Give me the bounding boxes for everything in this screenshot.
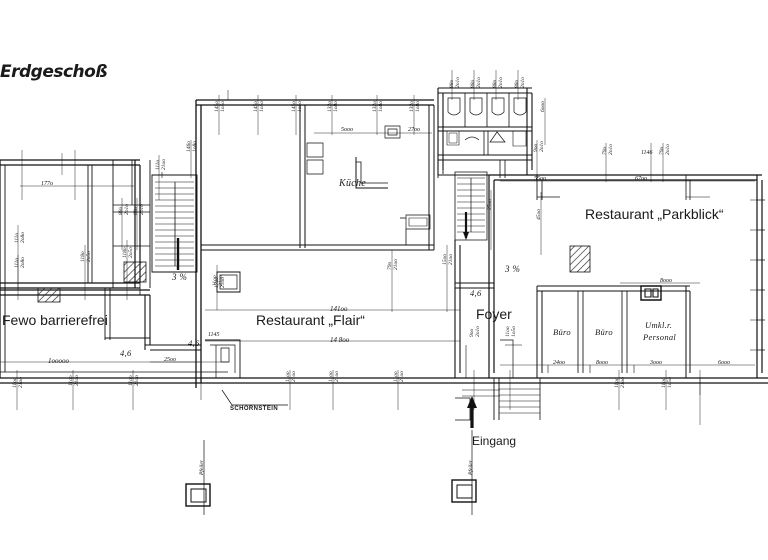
- dimension-text: 1o5o: [220, 101, 226, 112]
- dimension-text-vertical: 45oo: [536, 209, 542, 220]
- dimension-text: 2o1o: [498, 77, 504, 88]
- dimension-text: 1145: [208, 332, 220, 338]
- dimension-text-vertical: Pfeiler: [199, 460, 205, 475]
- dimension-text: 21oo: [393, 259, 399, 270]
- dimension-text: 1o8o: [333, 101, 339, 112]
- dimension-text: 2o1o: [124, 204, 130, 215]
- dimension-text: 141oo: [330, 305, 348, 313]
- dimension-text: 6ooo: [540, 101, 546, 112]
- dimension-text: 1o8o: [192, 141, 198, 152]
- dimension-text: 2o1o: [476, 77, 482, 88]
- dimension-text: 2o5o: [86, 251, 92, 262]
- structural-walls: [0, 70, 768, 515]
- dimension-text: 21oo: [399, 371, 405, 382]
- dimension-text: 27oo: [408, 127, 420, 133]
- dimension-text: 8ooo: [596, 360, 608, 366]
- dimension-text-vertical: 6ooo: [540, 101, 546, 112]
- dimension-text: 1o5o: [511, 326, 517, 337]
- dimension-text: 2o1o: [608, 144, 614, 155]
- dimension-text: 1o5o: [259, 101, 265, 112]
- dimension-text: 24oo: [553, 360, 565, 366]
- dimension-text: 21oo: [448, 254, 454, 265]
- dimension-text: 2o1o: [139, 204, 145, 215]
- dimension-text: 25oo: [164, 357, 176, 363]
- dimension-text: 21oo: [220, 277, 226, 288]
- dimension-text: 2o1o: [455, 77, 461, 88]
- dimension-text: 21oo: [161, 159, 167, 170]
- dimension-text: 21oo: [18, 377, 24, 388]
- dimension-text: 2o8o: [20, 257, 26, 268]
- dimension-text: 3ooo: [650, 360, 662, 366]
- dimension-text: 2o1o: [520, 77, 526, 88]
- dimension-text: 1o5o: [667, 377, 673, 388]
- dimension-text: 1o5o: [297, 101, 303, 112]
- dimension-text: 1ooooo: [48, 357, 69, 365]
- dimension-text: 1o8o: [378, 101, 384, 112]
- dimension-text: 8ooo: [660, 278, 672, 284]
- dimension-text: 2o8o: [20, 232, 26, 243]
- dimension-text: 25oo: [487, 199, 493, 210]
- dimension-text-vertical: Pfeiler: [468, 460, 474, 475]
- dimension-text: 2o1o: [665, 144, 671, 155]
- dimension-text: 6ooo: [718, 360, 730, 366]
- dimension-text: 1o8o: [415, 101, 421, 112]
- dimension-text: 2o1o: [475, 326, 481, 337]
- dimension-text: 21oo: [620, 377, 626, 388]
- dimension-text: 2o1o: [539, 141, 545, 152]
- dimension-text: Pfeiler: [468, 460, 474, 475]
- dimension-text: 21oo: [134, 375, 140, 386]
- dimension-text: 14 8oo: [330, 336, 350, 344]
- dimension-text: 1146: [641, 150, 653, 156]
- dimension-text: 21oo: [334, 371, 340, 382]
- dimension-text: 5ooo: [341, 127, 353, 133]
- dimension-text: Pfeiler: [199, 460, 205, 475]
- dimension-text: 21oo: [291, 371, 297, 382]
- dimension-text: 177o: [41, 181, 53, 187]
- dimension-text-vertical: 25oo: [487, 199, 493, 210]
- dimension-text: 55oo: [534, 176, 546, 182]
- dimension-text: 67oo: [635, 176, 647, 182]
- dimension-text: 2o5o: [128, 247, 134, 258]
- dimension-text: 21oo: [74, 375, 80, 386]
- dimension-text: 45oo: [536, 209, 542, 220]
